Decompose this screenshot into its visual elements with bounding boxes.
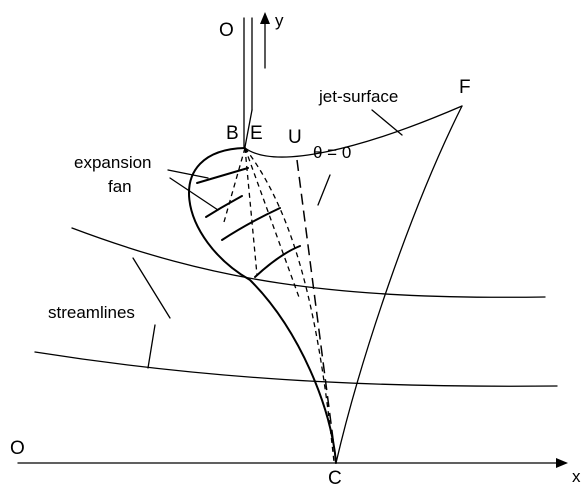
fan-ray-1: [223, 147, 246, 223]
streamline-lower: [34, 351, 558, 387]
label-jet-surface: jet-surface: [318, 87, 398, 106]
shock-curve: [188, 147, 337, 464]
char-line-2: [205, 195, 243, 218]
label-expansion: expansion: [74, 153, 152, 172]
leader-jet-surface: [371, 109, 403, 136]
leader-fan-1: [167, 169, 209, 179]
label-fan: fan: [108, 177, 132, 196]
label-streamlines: streamlines: [48, 303, 135, 322]
expansion-fan-rays: [223, 147, 335, 463]
label-point-u: U: [288, 127, 302, 148]
label-point-c: C: [328, 468, 342, 485]
label-origin-top: O: [219, 20, 234, 41]
label-x-axis: x: [572, 467, 581, 485]
fan-ray-4: [244, 147, 335, 463]
fan-ray-3: [244, 147, 301, 301]
nozzle-lip: [244, 109, 253, 148]
leader-streamline-2: [147, 324, 156, 369]
char-line-4: [254, 245, 301, 278]
label-origin-bottom: O: [10, 438, 25, 459]
leader-streamline-1: [132, 257, 171, 319]
char-line-1: [196, 167, 249, 184]
label-y-axis: y: [275, 11, 284, 30]
char-line-3: [221, 207, 281, 241]
theta-zero-line: [296, 159, 337, 463]
leader-theta: [317, 174, 331, 206]
leader-fan-2: [169, 177, 219, 211]
label-theta: θ = 0: [313, 143, 351, 162]
label-point-e: E: [250, 123, 263, 144]
characteristic-lines: [196, 167, 301, 278]
label-point-f: F: [459, 77, 471, 98]
label-point-b: B: [226, 123, 239, 144]
streamline-upper: [71, 227, 546, 298]
jet-surface-curve: [244, 105, 463, 158]
fan-ray-2: [244, 147, 258, 276]
boundary-f-to-c: [335, 105, 463, 464]
